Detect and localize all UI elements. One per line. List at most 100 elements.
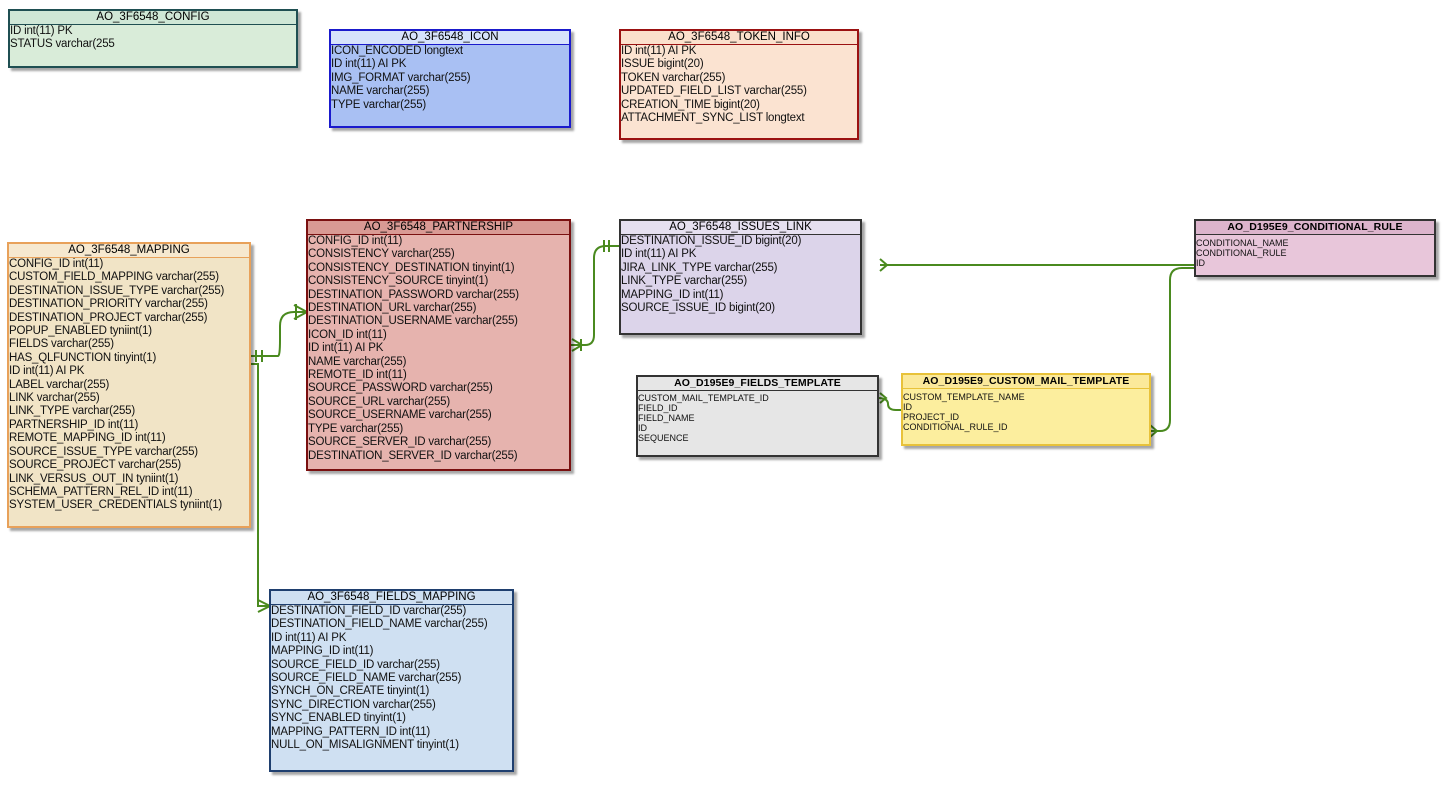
table-ao-d195e9-conditional-rule[interactable]: AO_D195E9_CONDITIONAL_RULE CONDITIONAL_N… (1194, 219, 1436, 277)
table-columns: DESTINATION_FIELD_ID varchar(255)DESTINA… (271, 605, 512, 752)
table-column: SEQUENCE (638, 433, 689, 443)
table-column: FIELD_ID (638, 403, 678, 413)
table-column: CONDITIONAL_NAME (1196, 238, 1289, 248)
table-column: CONDITIONAL_RULE_ID (903, 422, 1008, 432)
table-column: SOURCE_USERNAME varchar(255) (308, 409, 492, 422)
table-column: DESTINATION_PRIORITY varchar(255) (9, 298, 208, 311)
table-ao-3f6548-mapping[interactable]: AO_3F6548_MAPPING CONFIG_ID int(11)CUSTO… (7, 242, 251, 528)
table-column: DESTINATION_PROJECT varchar(255) (9, 311, 208, 324)
table-column: CONSISTENCY_DESTINATION tinyint(1) (308, 261, 515, 274)
table-column: LINK_VERSUS_OUT_IN tyniint(1) (9, 472, 179, 485)
table-column: CONDITIONAL_RULE (1196, 248, 1287, 258)
table-column: LINK_TYPE varchar(255) (621, 275, 747, 288)
table-column: PROJECT_ID (903, 412, 960, 422)
table-title: AO_3F6548_PARTNERSHIP (308, 221, 569, 235)
link-issueslink-conditionalrule-arrow (879, 258, 889, 272)
table-column: CUSTOM_TEMPLATE_NAME (903, 392, 1025, 402)
table-column: IMG_FORMAT varchar(255) (331, 71, 471, 84)
table-ao-3f6548-fields-mapping[interactable]: AO_3F6548_FIELDS_MAPPING DESTINATION_FIE… (269, 589, 514, 772)
table-column: ID int(11) AI PK (9, 365, 85, 378)
table-ao-3f6548-partnership[interactable]: AO_3F6548_PARTNERSHIP CONFIG_ID int(11)C… (306, 219, 571, 471)
table-column: MAPPING_PATTERN_ID int(11) (271, 725, 431, 738)
table-column: ICON_ENCODED longtext (331, 45, 463, 57)
table-ao-3f6548-issues-link[interactable]: AO_3F6548_ISSUES_LINK DESTINATION_ISSUE_… (619, 219, 862, 335)
table-title: AO_3F6548_ICON (331, 31, 569, 45)
table-column: ID int(11) AI PK (331, 58, 407, 71)
table-column: STATUS varchar(255 (10, 38, 115, 51)
table-column: CONSISTENCY varchar(255) (308, 248, 455, 261)
link-partnership-issueslink-crow (571, 338, 584, 352)
table-column: UPDATED_FIELD_LIST varchar(255) (621, 85, 807, 98)
table-column: REMOTE_ID int(11) (308, 369, 407, 382)
table-column: CONFIG_ID int(11) (9, 258, 104, 270)
table-column: NAME varchar(255) (308, 355, 407, 368)
table-ao-d195e9-fields-template[interactable]: AO_D195E9_FIELDS_TEMPLATE CUSTOM_MAIL_TE… (636, 375, 879, 457)
table-column: ID (903, 402, 912, 412)
table-column: SOURCE_ISSUE_ID bigint(20) (621, 302, 775, 315)
table-column: DESTINATION_USERNAME varchar(255) (308, 315, 518, 328)
table-column: CUSTOM_MAIL_TEMPLATE_ID (638, 393, 769, 403)
table-column: DESTINATION_SERVER_ID varchar(255) (308, 449, 518, 462)
table-column: FIELD_NAME (638, 413, 695, 423)
link-fieldstemplate-custommail-arrow (879, 392, 888, 404)
table-column: LABEL varchar(255) (9, 378, 110, 391)
table-column: HAS_QLFUNCTION tinyint(1) (9, 351, 157, 364)
table-column: CREATION_TIME bigint(20) (621, 98, 760, 111)
table-title: AO_D195E9_CONDITIONAL_RULE (1196, 221, 1434, 235)
table-column: ATTACHMENT_SYNC_LIST longtext (621, 112, 805, 125)
table-title: AO_D195E9_FIELDS_TEMPLATE (638, 377, 877, 391)
table-column: TOKEN varchar(255) (621, 71, 726, 84)
table-column: SYNC_DIRECTION varchar(255) (271, 698, 436, 711)
table-columns: CONFIG_ID int(11)CONSISTENCY varchar(255… (308, 235, 569, 463)
table-title: AO_D195E9_CUSTOM_MAIL_TEMPLATE (903, 375, 1149, 389)
table-column: CONFIG_ID int(11) (308, 235, 403, 247)
table-title: AO_3F6548_TOKEN_INFO (621, 31, 857, 45)
table-column: SOURCE_SERVER_ID varchar(255) (308, 436, 492, 449)
table-column: ID int(11) PK (10, 25, 73, 37)
table-column: DESTINATION_ISSUE_TYPE varchar(255) (9, 284, 225, 297)
table-column: LINK varchar(255) (9, 392, 100, 405)
table-column: SYSTEM_USER_CREDENTIALS tyniint(1) (9, 499, 223, 512)
table-column: DESTINATION_URL varchar(255) (308, 302, 477, 315)
table-column: ID int(11) AI PK (271, 631, 347, 644)
table-column: NULL_ON_MISALIGNMENT tinyint(1) (271, 739, 459, 752)
table-column: PARTNERSHIP_ID int(11) (9, 418, 139, 431)
table-columns: DESTINATION_ISSUE_ID bigint(20)ID int(11… (621, 235, 860, 315)
table-column: ID int(11) AI PK (621, 248, 697, 261)
table-column: SOURCE_PASSWORD varchar(255) (308, 382, 493, 395)
table-column: SOURCE_PROJECT varchar(255) (9, 459, 182, 472)
table-column: NAME varchar(255) (331, 85, 430, 98)
table-column: DESTINATION_FIELD_ID varchar(255) (271, 605, 467, 617)
table-column: SYNC_ENABLED tinyint(1) (271, 712, 406, 725)
table-column: MAPPING_ID int(11) (271, 645, 374, 658)
table-title: AO_3F6548_ISSUES_LINK (621, 221, 860, 235)
table-column: ID int(11) AI PK (621, 45, 697, 57)
table-column: ID (638, 423, 647, 433)
table-column: ID int(11) AI PK (308, 342, 384, 355)
table-column: SCHEMA_PATTERN_REL_ID int(11) (9, 485, 193, 498)
table-title: AO_3F6548_FIELDS_MAPPING (271, 591, 512, 605)
table-column: ICON_ID int(11) (308, 328, 387, 341)
table-column: CUSTOM_FIELD_MAPPING varchar(255) (9, 271, 219, 284)
link-custommail-conditionalrule (1150, 267, 1195, 432)
table-column: POPUP_ENABLED tyniint(1) (9, 325, 152, 338)
table-column: DESTINATION_FIELD_NAME varchar(255) (271, 618, 488, 631)
link-mapping-partnership (250, 311, 307, 357)
table-ao-d195e9-custom-mail-template[interactable]: AO_D195E9_CUSTOM_MAIL_TEMPLATE CUSTOM_TE… (901, 373, 1151, 446)
table-column: DESTINATION_PASSWORD varchar(255) (308, 288, 519, 301)
table-column: SYNCH_ON_CREATE tinyint(1) (271, 685, 430, 698)
link-partnership-issueslink (570, 245, 620, 346)
table-column: SOURCE_URL varchar(255) (308, 395, 450, 408)
link-mapping-fieldsmapping (250, 363, 270, 607)
table-column: MAPPING_ID int(11) (621, 288, 724, 301)
table-title: AO_3F6548_MAPPING (9, 244, 249, 258)
